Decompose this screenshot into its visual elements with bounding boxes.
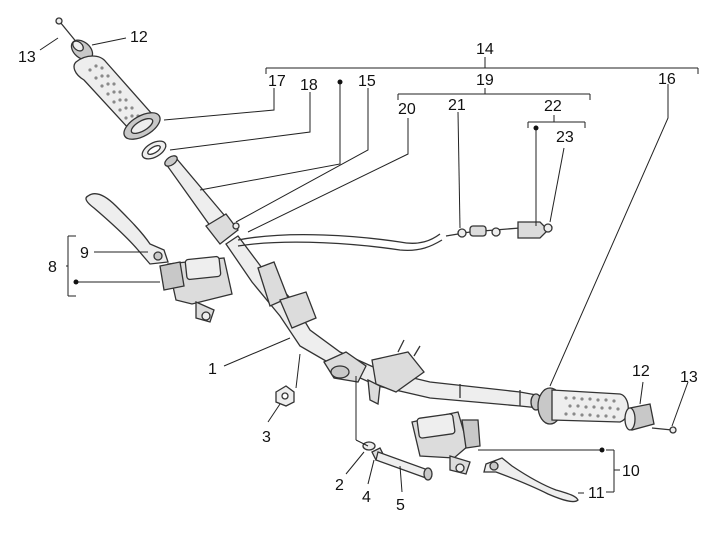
leader-lines [39,37,699,494]
callout-13-right: 13 [680,369,698,386]
callout-23: 23 [556,129,574,146]
washer-ring [141,140,167,160]
clamp-bolt [375,451,433,481]
callout-11: 11 [588,485,605,502]
throttle-tube [164,155,240,245]
mirror-nut [275,385,295,407]
callout-18: 18 [300,77,318,94]
callout-10: 10 [622,463,640,480]
right-end-screw [651,426,677,434]
callout-22: 22 [544,98,562,115]
right-master-cylinder [411,411,481,475]
callout-15: 15 [358,73,376,90]
callout-13-left: 13 [18,49,36,66]
callout-2: 2 [335,477,344,494]
callout-9: 9 [80,245,89,262]
callout-19: 19 [476,72,494,89]
callout-5: 5 [396,497,405,514]
callout-20: 20 [398,101,416,118]
small-washer [362,441,376,451]
callout-3: 3 [262,429,271,446]
callout-labels: 13 12 14 17 18 15 19 16 20 21 22 23 9 8 … [18,29,698,514]
callout-21: 21 [448,97,466,114]
right-bar-end-weight [624,403,655,431]
left-rubber-grip [73,55,161,140]
callout-12-left: 12 [130,29,148,46]
handlebar-main [225,235,543,411]
callout-12-right: 12 [632,363,650,380]
callout-14: 14 [476,41,494,58]
right-rubber-grip [537,387,629,425]
callout-17: 17 [268,73,286,90]
callout-1: 1 [208,361,217,378]
callout-16: 16 [658,71,676,88]
reference-dots [73,79,605,453]
left-master-cylinder [159,255,233,323]
right-brake-lever [483,457,579,503]
left-brake-lever [85,192,169,265]
callout-4: 4 [362,489,371,506]
callout-8: 8 [48,259,57,276]
throttle-cable [237,221,553,252]
